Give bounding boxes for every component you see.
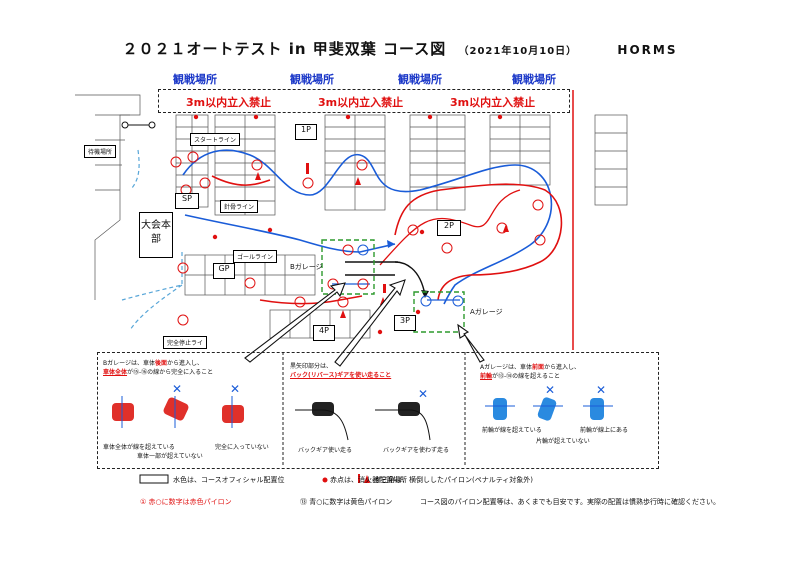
page-title: ２０２１オートテスト in 甲斐双葉 コース図 （2021年10月10日） HO… [0, 38, 800, 59]
a-panel-line2: 前輪が⑬-⑭の線を超えること [480, 373, 561, 380]
mid-panel-line2: バック(リバース)ギアを使い走ること [290, 372, 392, 379]
svg-text:✕: ✕ [545, 383, 555, 397]
legend-red-pylon: ① 赤○に数字は赤色パイロン [140, 498, 232, 506]
title-date: （2021年10月10日） [458, 46, 578, 57]
parking-stalls [75, 94, 628, 339]
a-garage-label: Aガレージ [470, 308, 503, 316]
no-entry-2: 3m以内立入禁止 [318, 96, 404, 109]
panel-pointers [244, 279, 485, 367]
start-line-label: スタートライン [190, 133, 241, 146]
stall-col-6 [594, 114, 628, 206]
b-panel-ng2: 完全に入っていない [215, 444, 269, 451]
legend-triangle: 赤三角は、横倒ししたパイロン(ペナルティ対象外) [374, 476, 534, 484]
cross-mark-2: ✕ [230, 382, 240, 396]
a-panel-line1: Aガレージは、車体前面から進入し、 [480, 364, 581, 371]
legend-extinguisher: 赤点は、消火器配置場所 [330, 476, 407, 484]
svg-text:✕: ✕ [418, 387, 428, 401]
b-panel-ok: 車体全体が線を超えている [103, 444, 175, 451]
p3-box: 3P [394, 315, 416, 331]
a-panel-ok: 前輪が線を超えている [482, 427, 542, 434]
red-triangles [255, 172, 509, 318]
a-panel-ng2: 前輪が線上にある [580, 427, 629, 434]
title-main: ２０２１オートテスト in 甲斐双葉 コース図 [122, 40, 447, 58]
observation-label-1: 観戦場所 [173, 73, 217, 86]
cross-mark-1: ✕ [172, 382, 182, 396]
svg-text:✕: ✕ [596, 383, 606, 397]
extinguisher-dots [193, 114, 503, 335]
observation-label-4: 観戦場所 [512, 73, 556, 86]
car-blue-ng1 [537, 397, 557, 421]
stop-line-label: 完全停止ライ [163, 336, 208, 349]
b-garage-box [321, 239, 375, 295]
no-entry-3: 3m以内立入禁止 [450, 96, 536, 109]
p1-box: 1P [295, 124, 317, 140]
p2-box: 2P [437, 220, 461, 236]
hq-box: 大会本部 [139, 212, 173, 258]
rules-panel [97, 352, 659, 469]
no-entry-1: 3m以内立入禁止 [186, 96, 272, 109]
reverse-arrows [345, 261, 426, 296]
mid-panel-line1: 黒矢印部分は、 [290, 363, 333, 370]
legend-note: コース図のパイロン配置等は、あくまでも目安です。実際の配置は慣熟歩行時に確認くだ… [420, 498, 720, 506]
a-panel-ng1: 片輪が超えていない [536, 438, 590, 445]
legend-official: 水色は、コースオフィシャル配置位 [173, 476, 285, 484]
blue-course-line [182, 149, 553, 305]
mid-panel-ng: バックギアを使わず走る [383, 447, 450, 454]
stall-col-4 [409, 114, 466, 211]
official-route [131, 149, 140, 189]
sp-box: SP [175, 193, 199, 209]
car-blue-ok [493, 398, 507, 420]
car-red-ng2 [222, 405, 244, 423]
waiting-area-label: 待機場所 [84, 145, 117, 158]
observation-label-2: 観戦場所 [290, 73, 334, 86]
observation-label-3: 観戦場所 [398, 73, 442, 86]
red-course-line [211, 175, 563, 301]
car-black-ng [398, 402, 420, 416]
organizer: HORMS [617, 43, 678, 57]
car-black-ok [312, 402, 334, 416]
p4-box: 4P [313, 325, 335, 341]
b-garage-label: Bガレージ [290, 263, 323, 271]
b-panel-line2: 車体全体が⑮-⑯の線から完全に入ること [103, 369, 214, 376]
legend-blue-pylon: ⑬ 青○に数字は黄色パイロン [300, 498, 393, 506]
goal-line-label: ゴールライン [233, 250, 278, 263]
needle-line-label: 針骨ライン [220, 200, 259, 213]
car-blue-ng2 [590, 398, 604, 420]
b-panel-ng1: 車体一部が超えていない [137, 453, 203, 460]
b-panel-line1: Bガレージは、車体後面から進入し、 [103, 360, 204, 367]
mid-panel-ok: バックギア使い走る [298, 447, 353, 454]
no-entry-banner [158, 89, 570, 113]
a-garage-box [413, 291, 465, 333]
gp-box: GP [213, 263, 235, 279]
car-red-ng1 [163, 397, 189, 421]
car-red-ok [112, 403, 134, 421]
